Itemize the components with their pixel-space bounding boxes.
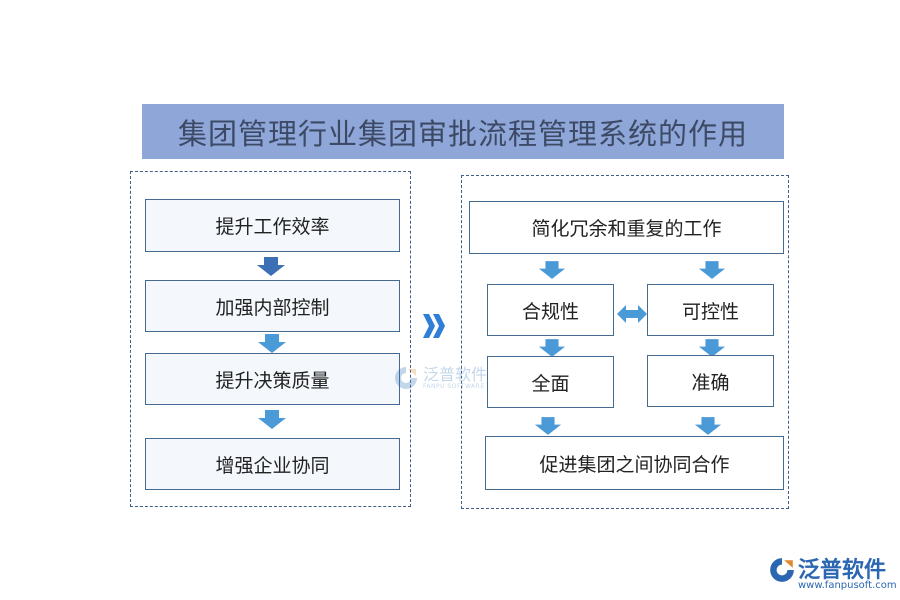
step-enterprise-collaboration: 增强企业协同	[145, 438, 400, 490]
right-panel	[461, 175, 789, 509]
down-arrow-icon	[698, 261, 726, 279]
diagram-title: 集团管理行业集团审批流程管理系统的作用	[142, 104, 784, 159]
double-chevron-right-icon	[423, 314, 445, 338]
left-panel	[130, 171, 411, 507]
watermark-text: 泛普软件	[423, 364, 488, 384]
step-internal-control: 加强内部控制	[145, 280, 400, 332]
step-improve-efficiency: 提升工作效率	[145, 199, 400, 252]
down-arrow-icon	[538, 261, 566, 279]
simplify-work-box: 简化冗余和重复的工作	[469, 201, 784, 254]
controllability-box: 可控性	[647, 284, 774, 336]
fanpu-logo-icon	[395, 367, 417, 389]
comprehensive-box: 全面	[487, 356, 614, 408]
group-collaboration-box: 促进集团之间协同合作	[485, 436, 784, 490]
down-arrow-icon	[698, 339, 726, 357]
down-arrow-icon	[538, 339, 566, 357]
brand-website: www.fanpusoft.com	[798, 580, 897, 591]
watermark-subtext: FANPU SOFTWARE	[423, 382, 485, 390]
down-arrow-icon	[694, 417, 722, 435]
fanpu-logo-icon	[770, 558, 794, 582]
accurate-box: 准确	[647, 355, 774, 407]
watermark: 泛普软件 FANPU SOFTWARE	[393, 361, 503, 395]
down-arrow-icon	[258, 334, 286, 353]
down-arrow-icon	[534, 417, 562, 435]
brand-name: 泛普软件	[798, 558, 887, 583]
down-arrow-icon	[257, 257, 285, 276]
brand-logo: 泛普软件 www.fanpusoft.com	[768, 550, 897, 594]
down-arrow-icon	[258, 410, 286, 429]
step-decision-quality: 提升决策质量	[145, 353, 400, 405]
compliance-box: 合规性	[487, 284, 614, 336]
bidirectional-arrow-icon	[617, 305, 647, 323]
